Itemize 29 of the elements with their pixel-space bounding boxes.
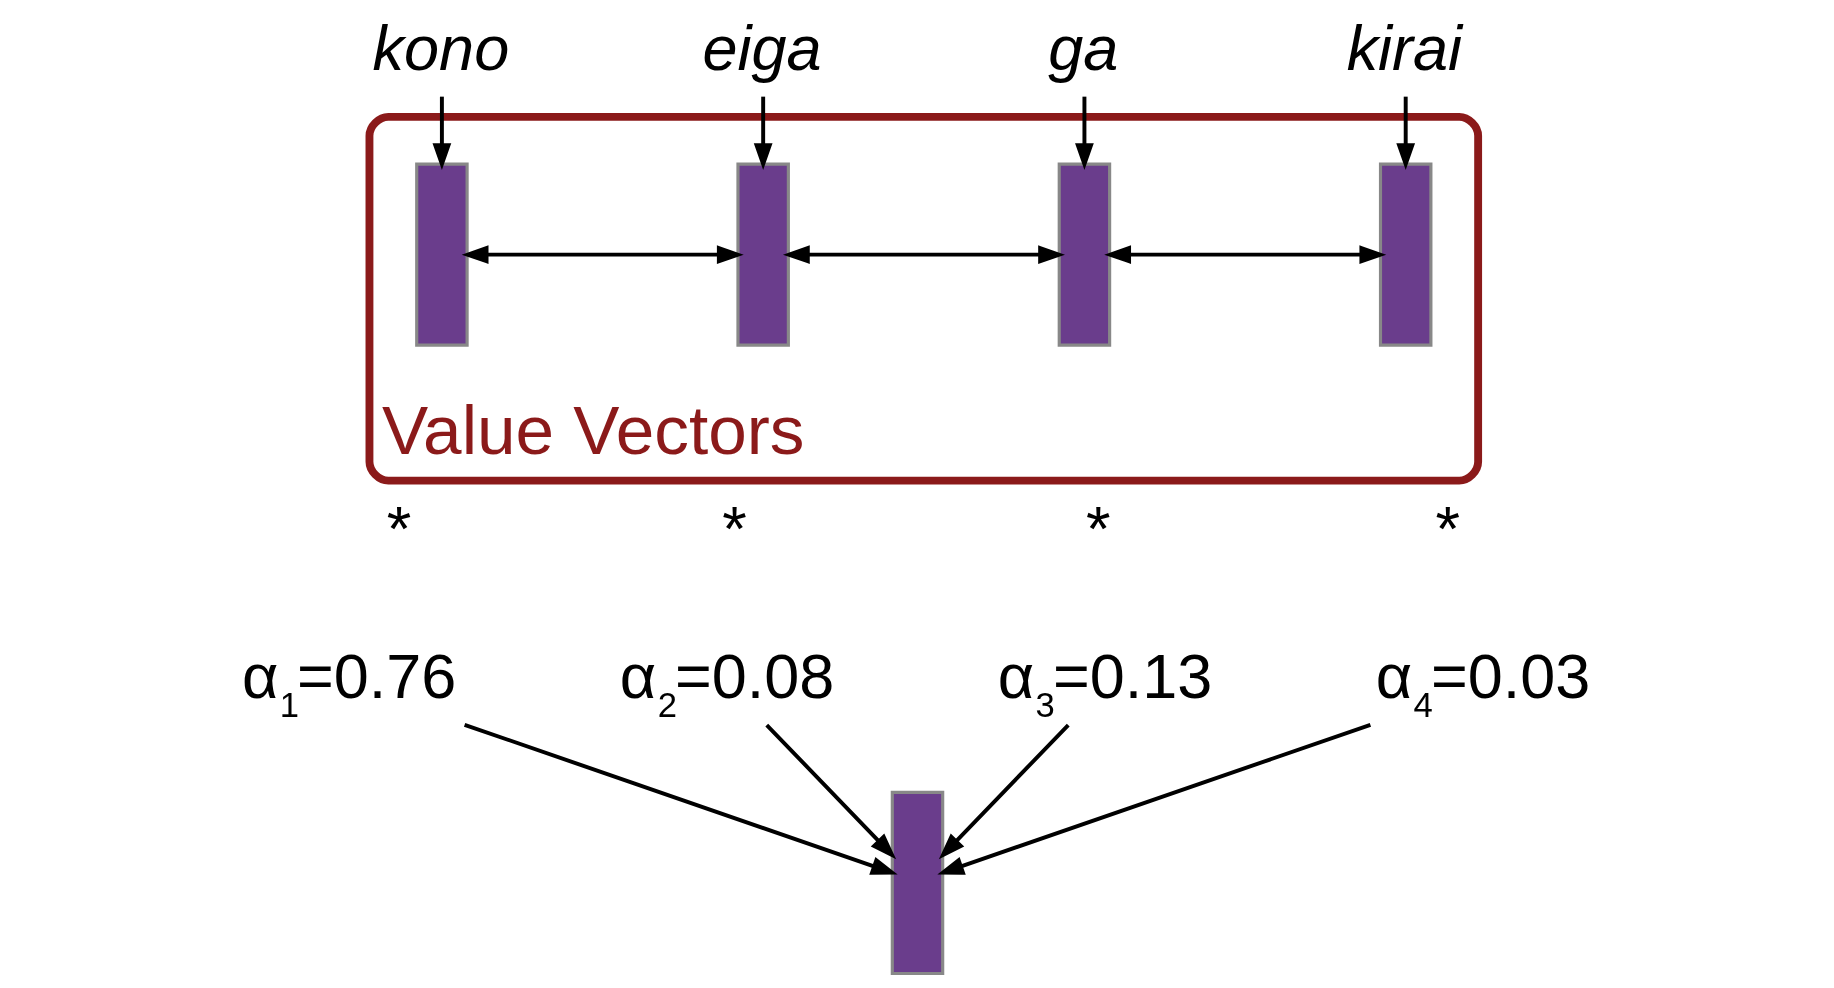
node-bar: [1378, 162, 1432, 347]
label: *: [1435, 492, 1460, 563]
node-text: α$_{3}$=0.13: [997, 640, 1212, 724]
node-text: eiga: [702, 12, 822, 83]
node-bar: [1057, 162, 1111, 347]
arrow: [463, 722, 898, 875]
arrow: [1395, 96, 1415, 170]
node-text: kirai: [1346, 12, 1462, 83]
node-text: α$_{2}$=0.08: [619, 640, 834, 724]
arrow: [753, 96, 773, 170]
node-text: kono: [372, 12, 509, 83]
node-text: ga: [1047, 12, 1118, 83]
arrow: [1103, 245, 1386, 264]
arrow: [1074, 96, 1094, 170]
cluster: Value Vectors: [365, 112, 1482, 485]
label: *: [386, 492, 411, 563]
label: *: [721, 492, 747, 563]
arrow: [782, 245, 1065, 264]
node-bar: [890, 790, 944, 976]
arrow: [432, 96, 451, 170]
node-text: α$_{1}$=0.76: [241, 640, 456, 724]
arrow: [461, 245, 744, 264]
arrow: [936, 722, 1371, 875]
node-bar: [735, 162, 790, 347]
node-text: α$_{4}$=0.03: [1375, 640, 1590, 724]
label: *: [1085, 492, 1111, 563]
arrow: [764, 723, 896, 860]
node-bar: [414, 162, 469, 347]
arrow: [938, 723, 1070, 860]
